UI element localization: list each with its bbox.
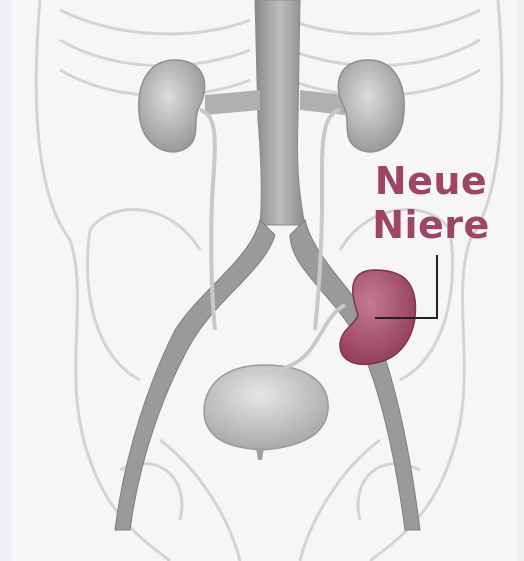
annotation-label-line2: Niere [356,205,506,245]
annotation-label-line1: Neue [356,161,506,201]
anatomy-illustration [12,0,517,561]
bladder-icon [204,365,328,460]
anatomy-panel: Neue Niere [12,0,517,561]
kidney-left-icon [139,60,215,330]
